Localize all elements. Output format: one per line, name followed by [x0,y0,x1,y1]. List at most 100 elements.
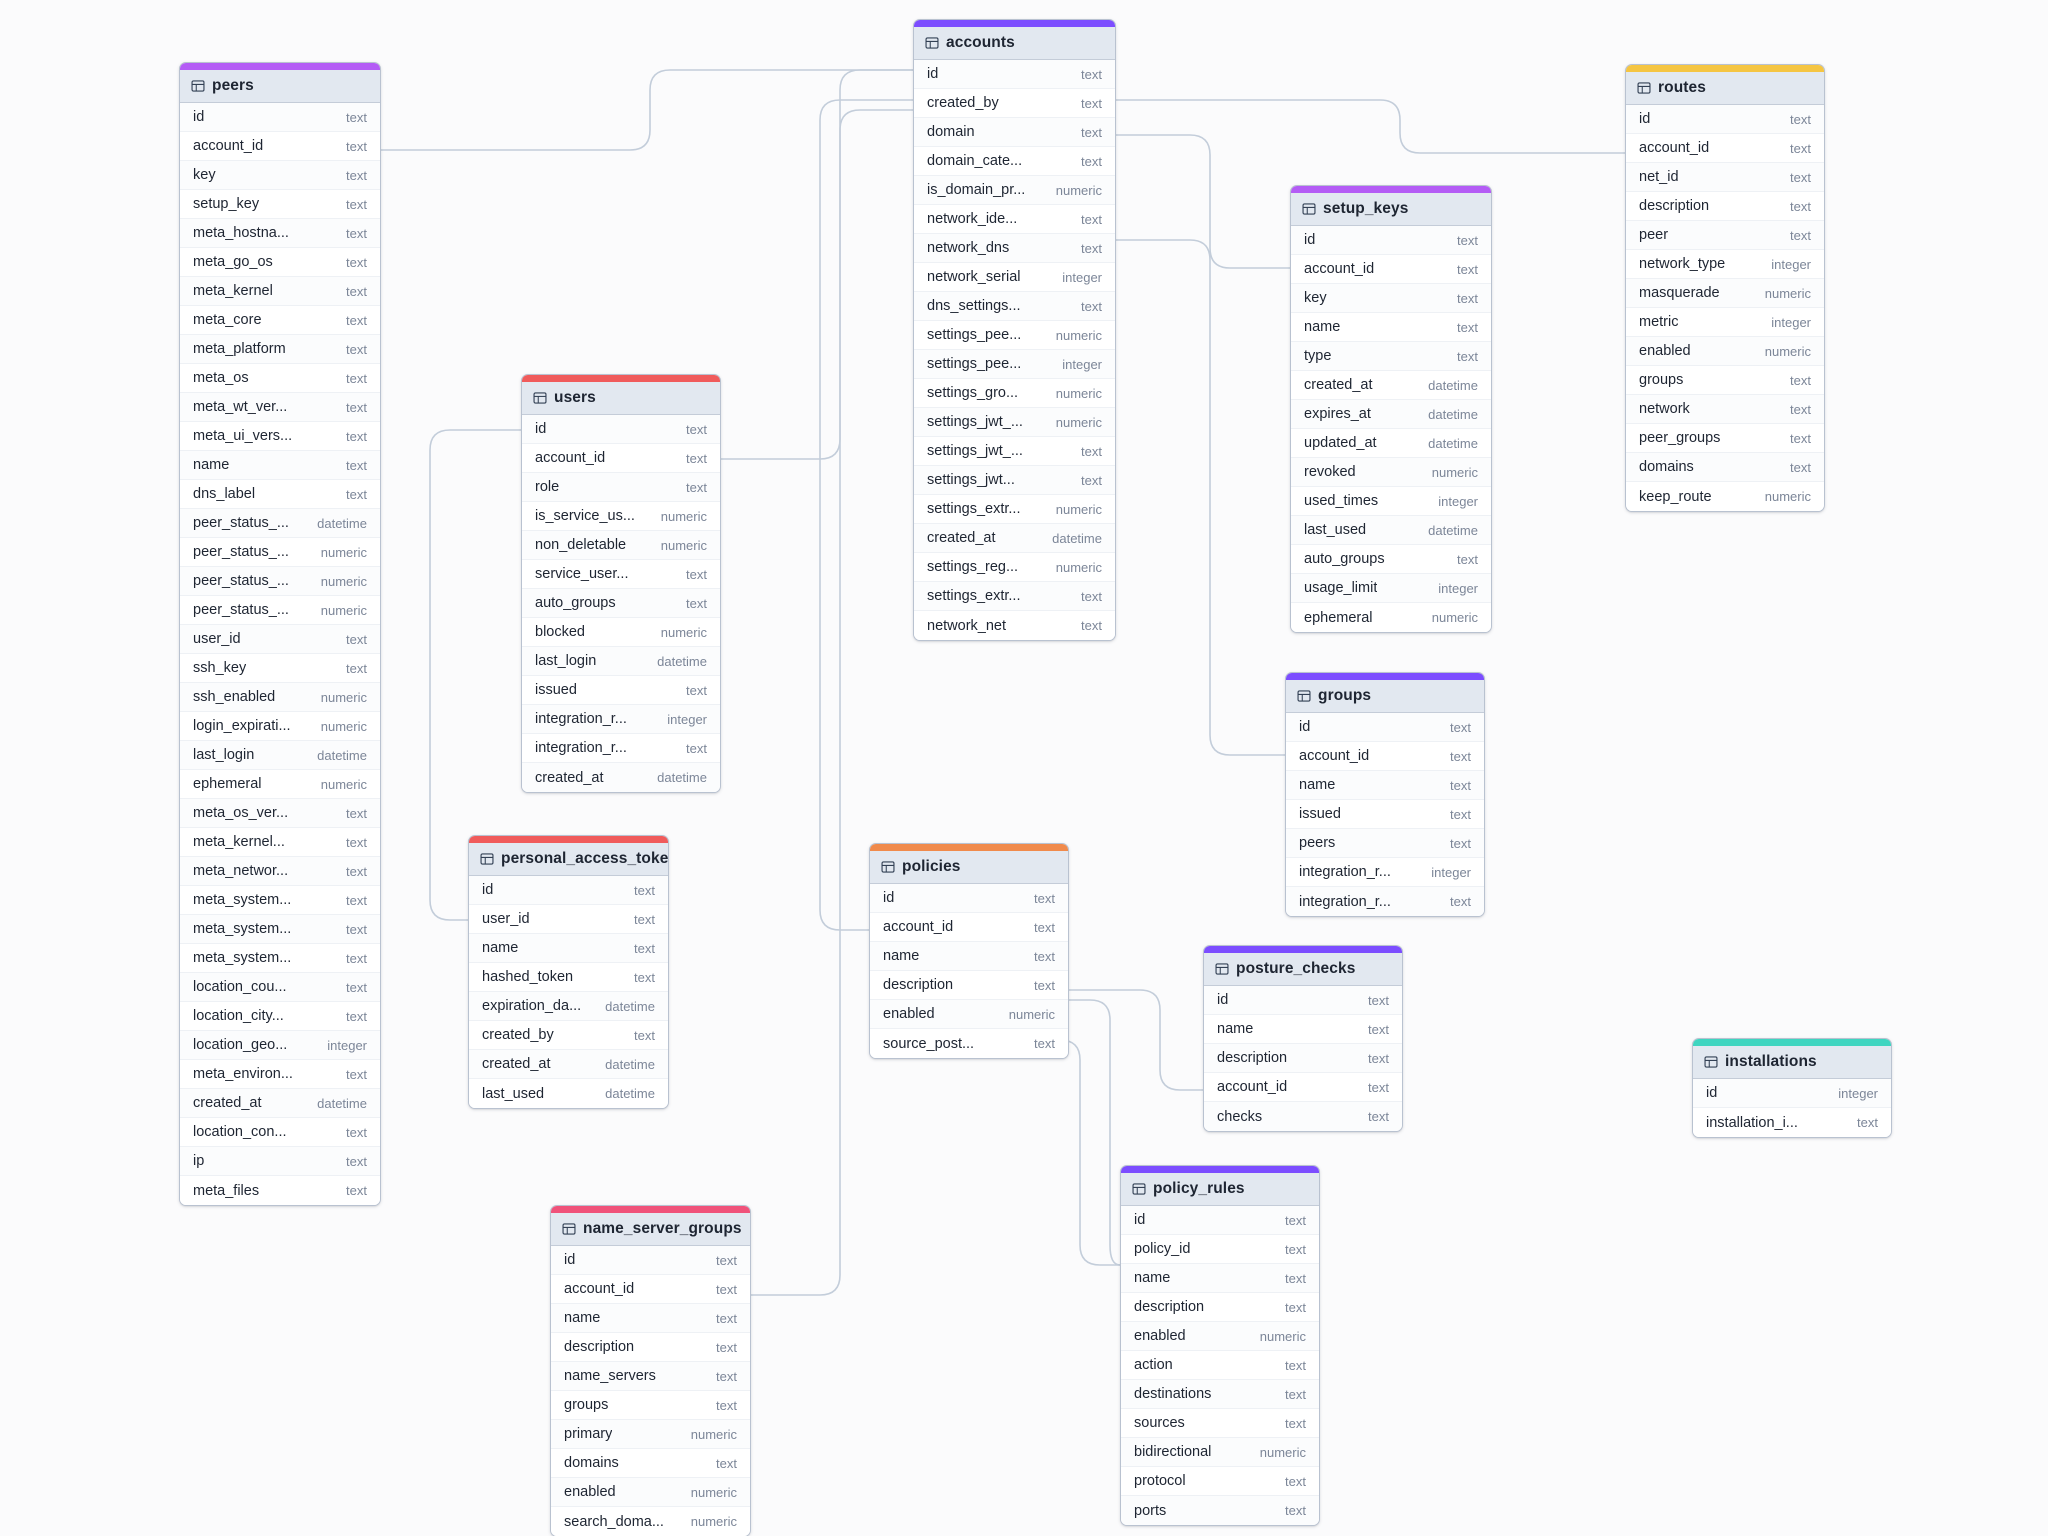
field-row[interactable]: descriptiontext [1626,192,1824,221]
field-row[interactable]: nametext [1204,1015,1402,1044]
field-row[interactable]: enablednumeric [870,1000,1068,1029]
field-row[interactable]: last_logindatetime [180,741,380,770]
field-row[interactable]: idinteger [1693,1079,1891,1108]
field-row[interactable]: descriptiontext [551,1333,750,1362]
field-row[interactable]: network_serialinteger [914,263,1115,292]
field-row[interactable]: settings_extr...text [914,582,1115,611]
field-row[interactable]: meta_os_ver...text [180,799,380,828]
field-row[interactable]: expiration_da...datetime [469,992,668,1021]
field-row[interactable]: integration_r...text [522,734,720,763]
field-row[interactable]: settings_gro...numeric [914,379,1115,408]
field-row[interactable]: peerstext [1286,829,1484,858]
field-row[interactable]: settings_jwt...text [914,466,1115,495]
table-header-setup_keys[interactable]: setup_keys [1291,193,1491,226]
field-row[interactable]: location_geo...integer [180,1031,380,1060]
field-row[interactable]: ssh_keytext [180,654,380,683]
field-row[interactable]: ssh_enablednumeric [180,683,380,712]
field-row[interactable]: is_service_us...numeric [522,502,720,531]
field-row[interactable]: idtext [870,884,1068,913]
field-row[interactable]: ephemeralnumeric [1291,603,1491,632]
field-row[interactable]: net_idtext [1626,163,1824,192]
field-row[interactable]: integration_r...text [1286,887,1484,916]
field-row[interactable]: peer_groupstext [1626,424,1824,453]
field-row[interactable]: last_useddatetime [469,1079,668,1108]
field-row[interactable]: meta_filestext [180,1176,380,1205]
table-node-personal_access_tokens[interactable]: personal_access_tokensidtextuser_idtextn… [468,835,669,1109]
table-node-policy_rules[interactable]: policy_rulesidtextpolicy_idtextnametextd… [1120,1165,1320,1526]
field-row[interactable]: idtext [551,1246,750,1275]
field-row[interactable]: domainstext [551,1449,750,1478]
field-row[interactable]: meta_platformtext [180,335,380,364]
field-row[interactable]: ephemeralnumeric [180,770,380,799]
field-row[interactable]: non_deletablenumeric [522,531,720,560]
field-row[interactable]: nametext [1291,313,1491,342]
table-header-accounts[interactable]: accounts [914,27,1115,60]
field-row[interactable]: created_atdatetime [180,1089,380,1118]
field-row[interactable]: keytext [180,161,380,190]
field-row[interactable]: nametext [469,934,668,963]
field-row[interactable]: peer_status_...numeric [180,567,380,596]
field-row[interactable]: keytext [1291,284,1491,313]
field-row[interactable]: idtext [522,415,720,444]
field-row[interactable]: networktext [1626,395,1824,424]
table-header-users[interactable]: users [522,382,720,415]
field-row[interactable]: domainstext [1626,453,1824,482]
field-row[interactable]: created_bytext [469,1021,668,1050]
field-row[interactable]: account_idtext [1626,134,1824,163]
field-row[interactable]: destinationstext [1121,1380,1319,1409]
field-row[interactable]: installation_i...text [1693,1108,1891,1137]
field-row[interactable]: roletext [522,473,720,502]
field-row[interactable]: user_idtext [469,905,668,934]
field-row[interactable]: expires_atdatetime [1291,400,1491,429]
field-row[interactable]: domain_cate...text [914,147,1115,176]
field-row[interactable]: descriptiontext [870,971,1068,1000]
field-row[interactable]: auto_groupstext [522,589,720,618]
field-row[interactable]: sourcestext [1121,1409,1319,1438]
field-row[interactable]: checkstext [1204,1102,1402,1131]
table-header-installations[interactable]: installations [1693,1046,1891,1079]
field-row[interactable]: nametext [1286,771,1484,800]
field-row[interactable]: created_atdatetime [914,524,1115,553]
table-header-policies[interactable]: policies [870,851,1068,884]
field-row[interactable]: nametext [1121,1264,1319,1293]
field-row[interactable]: nametext [870,942,1068,971]
table-node-setup_keys[interactable]: setup_keysidtextaccount_idtextkeytextnam… [1290,185,1492,633]
field-row[interactable]: iptext [180,1147,380,1176]
field-row[interactable]: idtext [1204,986,1402,1015]
field-row[interactable]: account_idtext [870,913,1068,942]
field-row[interactable]: meta_ostext [180,364,380,393]
table-header-peers[interactable]: peers [180,70,380,103]
field-row[interactable]: network_ide...text [914,205,1115,234]
field-row[interactable]: last_logindatetime [522,647,720,676]
field-row[interactable]: peer_status_...datetime [180,509,380,538]
field-row[interactable]: network_nettext [914,611,1115,640]
field-row[interactable]: created_atdatetime [469,1050,668,1079]
field-row[interactable]: network_typeinteger [1626,250,1824,279]
field-row[interactable]: account_idtext [1286,742,1484,771]
field-row[interactable]: settings_pee...integer [914,350,1115,379]
field-row[interactable]: meta_environ...text [180,1060,380,1089]
field-row[interactable]: account_idtext [522,444,720,473]
table-header-posture_checks[interactable]: posture_checks [1204,953,1402,986]
field-row[interactable]: idtext [914,60,1115,89]
field-row[interactable]: account_idtext [551,1275,750,1304]
table-header-groups[interactable]: groups [1286,680,1484,713]
table-node-installations[interactable]: installationsidintegerinstallation_i...t… [1692,1038,1892,1138]
field-row[interactable]: auto_groupstext [1291,545,1491,574]
field-row[interactable]: meta_system...text [180,944,380,973]
field-row[interactable]: updated_atdatetime [1291,429,1491,458]
field-row[interactable]: meta_hostna...text [180,219,380,248]
field-row[interactable]: usage_limitinteger [1291,574,1491,603]
field-row[interactable]: dns_labeltext [180,480,380,509]
field-row[interactable]: masqueradenumeric [1626,279,1824,308]
field-row[interactable]: peer_status_...numeric [180,596,380,625]
field-row[interactable]: actiontext [1121,1351,1319,1380]
table-node-posture_checks[interactable]: posture_checksidtextnametextdescriptiont… [1203,945,1403,1132]
field-row[interactable]: groupstext [1626,366,1824,395]
field-row[interactable]: location_con...text [180,1118,380,1147]
field-row[interactable]: name_serverstext [551,1362,750,1391]
field-row[interactable]: meta_kerneltext [180,277,380,306]
field-row[interactable]: hashed_tokentext [469,963,668,992]
table-header-routes[interactable]: routes [1626,72,1824,105]
table-header-name_server_groups[interactable]: name_server_groups [551,1213,750,1246]
